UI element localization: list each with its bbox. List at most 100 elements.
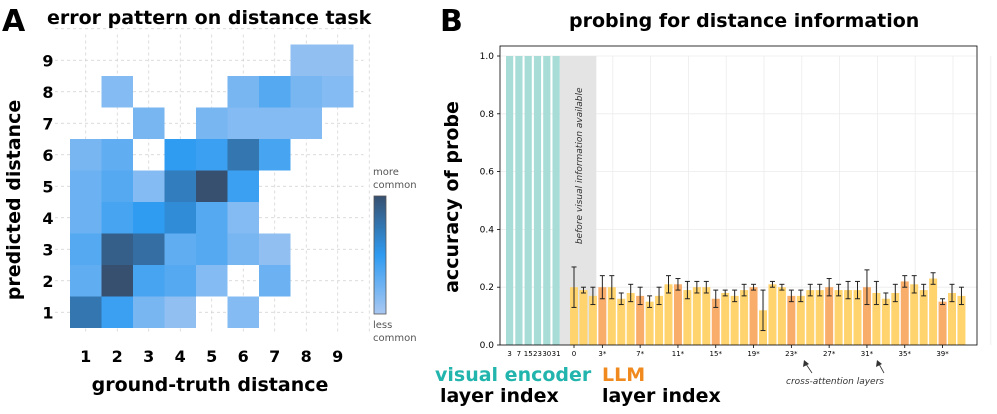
llm-bar (655, 295, 664, 345)
llm-bar (636, 295, 645, 345)
colorbar-bottom-label-1: less (373, 320, 392, 331)
llm-bar (570, 287, 578, 345)
shaded-region-note: before visual information available (575, 87, 585, 244)
panel-b-letter: B (440, 4, 463, 39)
heatmap-cell (101, 233, 133, 265)
heatmap-cell (101, 170, 133, 202)
encoder-x-tick: 31 (552, 350, 561, 358)
llm-bar (664, 284, 673, 345)
heatmap-cell (259, 233, 291, 265)
llm-bar (768, 284, 777, 345)
heatmap-cell (70, 296, 102, 328)
heatmap-cell (70, 265, 102, 297)
heatmap-cell (322, 44, 354, 76)
encoder-bar (506, 56, 514, 345)
bar-y-axis-label: accuracy of probe (441, 101, 463, 293)
heatmap-cell (70, 139, 102, 171)
llm-x-tick: 19* (747, 350, 760, 358)
bar-y-tick: 0.8 (480, 110, 495, 120)
bar-y-tick: 1.0 (480, 52, 495, 62)
llm-x-tick: 0 (572, 350, 576, 358)
heatmap-cell (322, 76, 354, 108)
heatmap-cell (227, 107, 259, 139)
llm-bar (702, 287, 711, 345)
llm-bar (711, 298, 720, 345)
llm-bar (721, 292, 730, 345)
cross-attention-arrows (803, 360, 885, 374)
bar-y-tick: 0.4 (480, 225, 495, 235)
heatmap-y-tick: 5 (42, 177, 53, 196)
bar-chart-frame (499, 45, 978, 346)
llm-bar (862, 287, 871, 345)
llm-bar (825, 287, 834, 345)
heatmap-x-tick: 8 (301, 347, 312, 366)
heatmap-cell (164, 233, 196, 265)
encoder-bar (543, 56, 551, 345)
heatmap-cell (227, 202, 259, 234)
heatmap-cell (164, 296, 196, 328)
llm-bar (588, 295, 597, 345)
llm-label-line1: LLM (602, 364, 645, 386)
heatmap-y-tick: 6 (42, 146, 53, 165)
heatmap-y-tick: 7 (42, 114, 53, 133)
heatmap-x-tick: 3 (143, 347, 154, 366)
heatmap-cell (164, 170, 196, 202)
heatmap-cell (290, 44, 322, 76)
encoder-label-line2: layer index (440, 385, 559, 407)
heatmap-x-tick: 9 (332, 347, 343, 366)
llm-bar (891, 292, 900, 345)
heatmap-cell (133, 265, 165, 297)
llm-bar (872, 292, 881, 345)
llm-x-tick: 7* (636, 350, 644, 358)
encoder-bar (533, 56, 542, 345)
heatmap-cells (70, 44, 354, 328)
heatmap-x-tick: 2 (112, 347, 123, 366)
llm-bar (692, 287, 701, 345)
heatmap-x-tick: 5 (206, 347, 217, 366)
heatmap-cell (164, 265, 196, 297)
heatmap-cell (227, 170, 259, 202)
llm-bar (910, 284, 919, 345)
encoder-x-tick: 3 (507, 350, 511, 358)
heatmap-y-axis-label: predicted distance (3, 100, 25, 300)
encoder-x-tick: 15 (524, 350, 533, 358)
heatmap-cell (70, 170, 102, 202)
heatmap-cell (101, 296, 133, 328)
heatmap-cell (259, 265, 291, 297)
heatmap-cell (227, 233, 259, 265)
llm-bar (844, 290, 853, 345)
heatmap-cell (259, 76, 291, 108)
llm-bar (645, 301, 654, 345)
heatmap-y-tick: 4 (42, 209, 53, 228)
bar-y-tick: 0.6 (480, 168, 495, 178)
heatmap-cell (196, 107, 228, 139)
heatmap-cell (133, 233, 165, 265)
llm-bar (806, 290, 815, 345)
heatmap-cell (227, 139, 259, 171)
bar-y-tick: 0.2 (480, 283, 494, 293)
llm-bar (881, 298, 890, 345)
colorbar-top-label-1: more (373, 167, 399, 178)
llm-x-tick: 35* (899, 350, 912, 358)
heatmap-x-tick: 7 (269, 347, 280, 366)
encoder-x-tick: 7 (517, 350, 521, 358)
llm-bar (957, 295, 966, 345)
heatmap-cell (196, 202, 228, 234)
llm-bar (948, 292, 956, 345)
llm-bar (929, 278, 938, 345)
heatmap-y-tick: 8 (42, 83, 53, 102)
cross-attention-annotation: cross-attention layers (786, 377, 884, 387)
heatmap-x-tick: 1 (80, 347, 91, 366)
encoder-bar (552, 56, 560, 345)
heatmap-cell (101, 202, 133, 234)
heatmap-cell (196, 233, 228, 265)
llm-bar (853, 290, 862, 345)
heatmap-cell (196, 170, 228, 202)
llm-x-tick: 39* (936, 350, 949, 358)
llm-bar (815, 290, 824, 345)
heatmap-y-tick: 9 (42, 51, 53, 70)
llm-x-tick: 11* (672, 350, 685, 358)
